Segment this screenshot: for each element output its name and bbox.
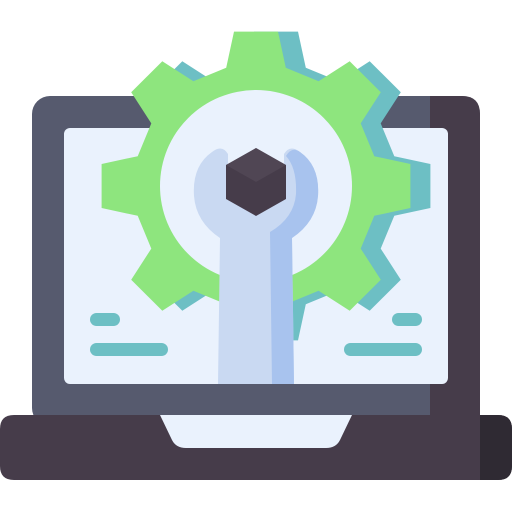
screen-line-left-long	[90, 343, 168, 356]
hex-nut-highlight	[226, 148, 286, 182]
screen-line-left-short	[90, 313, 120, 326]
hex-nut-icon	[226, 148, 286, 216]
screen-line-right-short	[392, 313, 422, 326]
screen-line-right-long	[344, 343, 422, 356]
laptop-base-right-shade	[480, 415, 512, 480]
wrench-shadow	[270, 149, 319, 384]
wrench-icon	[193, 148, 319, 384]
laptop-notch	[160, 415, 352, 448]
